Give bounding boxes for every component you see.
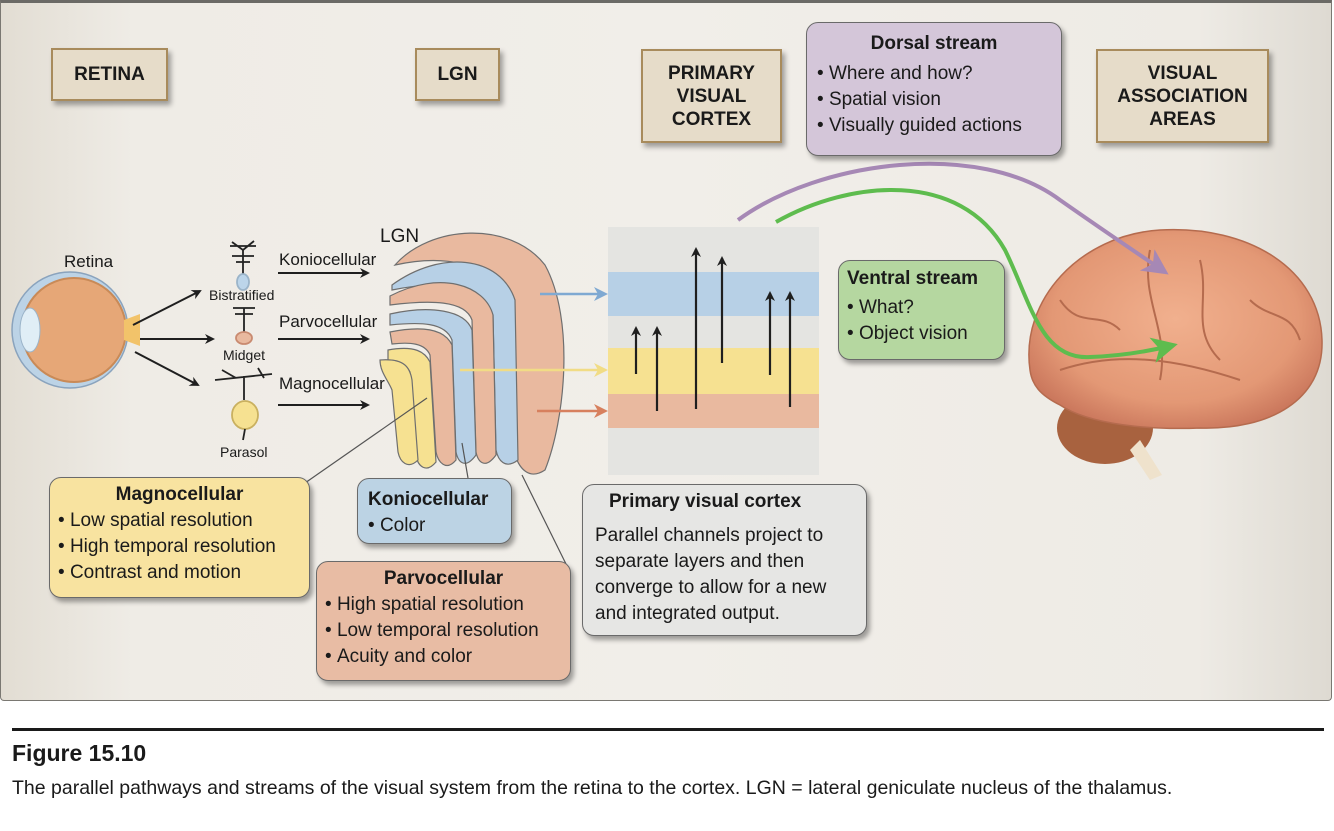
visual-association-areas-header: VISUAL ASSOCIATION AREAS	[1096, 49, 1269, 143]
parasol-cell-icon	[214, 367, 273, 441]
primary-visual-cortex-header: PRIMARY VISUAL CORTEX	[641, 49, 782, 143]
lgn-label: LGN	[380, 226, 420, 247]
retina-label: Retina	[64, 252, 114, 271]
ventral-stream-arrow	[775, 188, 1178, 363]
figure-label: Figure 15.10	[12, 740, 147, 766]
diagram-artwork	[11, 161, 1323, 567]
magnocellular-title: Magnocellular	[115, 484, 244, 505]
primary-visual-cortex-box: Primary visual cortex Parallel channels …	[582, 484, 867, 636]
parvocellular-item: Acuity and color	[325, 644, 562, 670]
brain-icon	[1028, 228, 1323, 480]
magnocellular-item: High temporal resolution	[58, 534, 301, 560]
ventral-stream-item: What?	[847, 295, 996, 321]
parasol-label: Parasol	[220, 444, 268, 460]
magnocellular-pathway-label: Magnocellular	[279, 374, 385, 393]
midget-cell-icon	[233, 307, 255, 345]
primary-visual-cortex-title: Primary visual cortex	[609, 491, 802, 512]
dorsal-stream-item: Visually guided actions	[817, 113, 1051, 139]
koniocellular-box: Koniocellular Color	[357, 478, 512, 544]
koniocellular-title: Koniocellular	[368, 489, 489, 510]
koniocellular-item: Color	[368, 513, 501, 539]
eye-icon	[11, 271, 140, 389]
dorsal-stream-item: Spatial vision	[817, 87, 1051, 113]
bistratified-cell-icon	[230, 240, 256, 291]
magnocellular-box: Magnocellular Low spatial resolution Hig…	[49, 477, 310, 598]
magnocellular-item: Low spatial resolution	[58, 508, 301, 534]
cortex-layers	[608, 227, 819, 475]
figure-caption: The parallel pathways and streams of the…	[12, 777, 1173, 799]
dorsal-stream-title: Dorsal stream	[870, 33, 998, 54]
dorsal-stream-arrow	[736, 161, 1169, 275]
parvocellular-box: Parvocellular High spatial resolution Lo…	[316, 561, 571, 681]
koniocellular-pathway-label: Koniocellular	[279, 250, 377, 269]
primary-visual-cortex-text: Parallel channels project to separate la…	[595, 525, 827, 624]
parvocellular-item: High spatial resolution	[325, 592, 562, 618]
dorsal-stream-box: Dorsal stream Where and how? Spatial vis…	[806, 22, 1062, 156]
magnocellular-item: Contrast and motion	[58, 560, 301, 586]
bistratified-label: Bistratified	[209, 287, 275, 303]
parvocellular-item: Low temporal resolution	[325, 618, 562, 644]
ventral-stream-title: Ventral stream	[847, 268, 978, 289]
parvocellular-pathway-label: Parvocellular	[279, 312, 378, 331]
lgn-layers-icon	[379, 232, 565, 475]
lgn-header: LGN	[415, 48, 500, 101]
parvocellular-title: Parvocellular	[383, 568, 504, 589]
cortex-projection-arrows	[631, 247, 795, 411]
ventral-stream-item: Object vision	[847, 321, 996, 347]
midget-label: Midget	[223, 347, 266, 363]
dorsal-stream-item: Where and how?	[817, 61, 1051, 87]
caption-divider	[12, 728, 1324, 731]
retina-header: RETINA	[51, 48, 168, 101]
ventral-stream-box: Ventral stream What? Object vision	[838, 260, 1005, 360]
